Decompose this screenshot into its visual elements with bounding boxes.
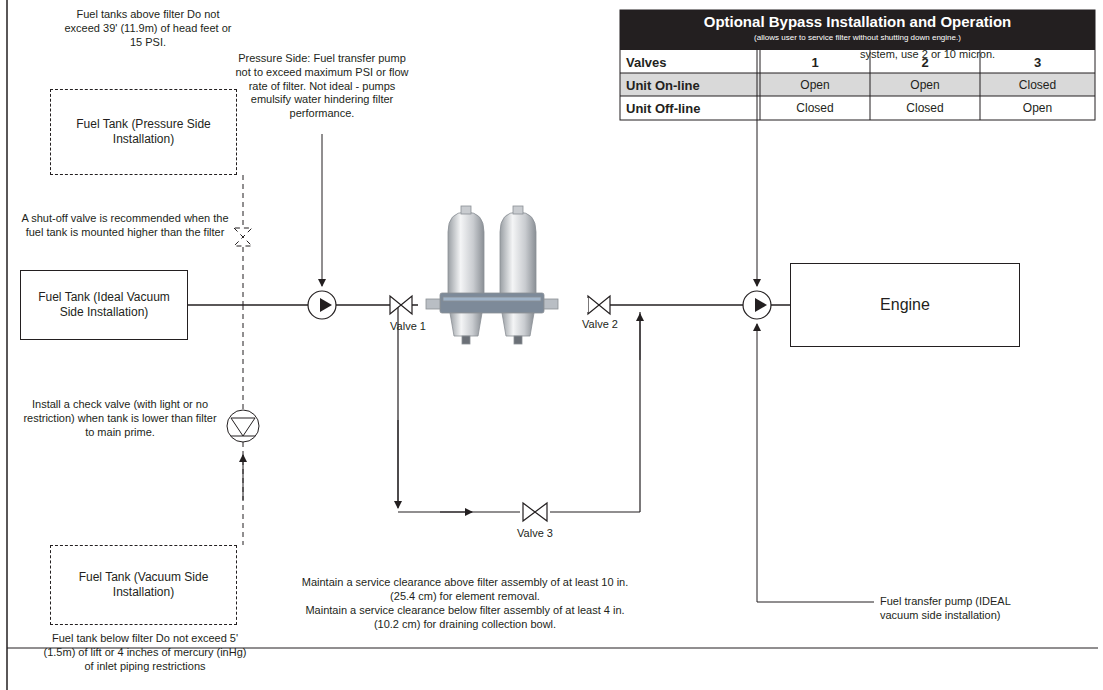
- note: Fuel transfer pump (IDEAL vacuum side in…: [880, 595, 1050, 623]
- fuel-tank-box: Fuel Tank (Ideal Vacuum Side Installatio…: [20, 270, 188, 340]
- table-cell: Open: [870, 78, 980, 93]
- note: Maintain a service clearance above filte…: [292, 576, 638, 604]
- table-cell: Closed: [980, 78, 1095, 93]
- table-cell: Valves: [626, 55, 756, 71]
- node-label: Fuel Tank (Pressure Side Installation): [51, 113, 236, 151]
- table-cell: Open: [760, 78, 870, 93]
- engine-box: Engine: [790, 263, 1020, 347]
- table-cell: Open: [980, 101, 1095, 116]
- valve-label: Valve 1: [378, 320, 438, 334]
- note: Fuel tanks above filter Do not exceed 39…: [62, 8, 234, 49]
- table-cell: 3: [980, 55, 1095, 71]
- fuel-tank-box: Fuel Tank (Pressure Side Installation): [50, 89, 237, 175]
- table-cell: Unit On-line: [626, 78, 756, 94]
- node-label: Engine: [872, 291, 938, 319]
- valve-label: Valve 3: [505, 527, 565, 541]
- fuel-tank-box: Fuel Tank (Vacuum Side Installation): [50, 545, 237, 625]
- table-cell: 2: [870, 55, 980, 71]
- table-cell: 1: [760, 55, 870, 71]
- table-cell: Closed: [870, 101, 980, 116]
- table-title: Optional Bypass Installation and Operati…: [620, 13, 1095, 32]
- note: Pressure Side: Fuel transfer pump not to…: [232, 52, 412, 121]
- note: A shut-off valve is recommended when the…: [14, 212, 236, 240]
- note: Fuel tank below filter Do not exceed 5' …: [40, 632, 250, 673]
- node-label: Fuel Tank (Vacuum Side Installation): [51, 566, 236, 604]
- valve-label: Valve 2: [570, 318, 630, 332]
- node-label: Fuel Tank (Ideal Vacuum Side Installatio…: [21, 286, 187, 324]
- note: Install a check valve (with light or no …: [20, 398, 220, 439]
- table-cell: Closed: [760, 101, 870, 116]
- note: Maintain a service clearance below filte…: [292, 604, 638, 632]
- table-cell: Unit Off-line: [626, 101, 756, 117]
- table-subtitle: (allows user to service filter without s…: [620, 33, 1095, 43]
